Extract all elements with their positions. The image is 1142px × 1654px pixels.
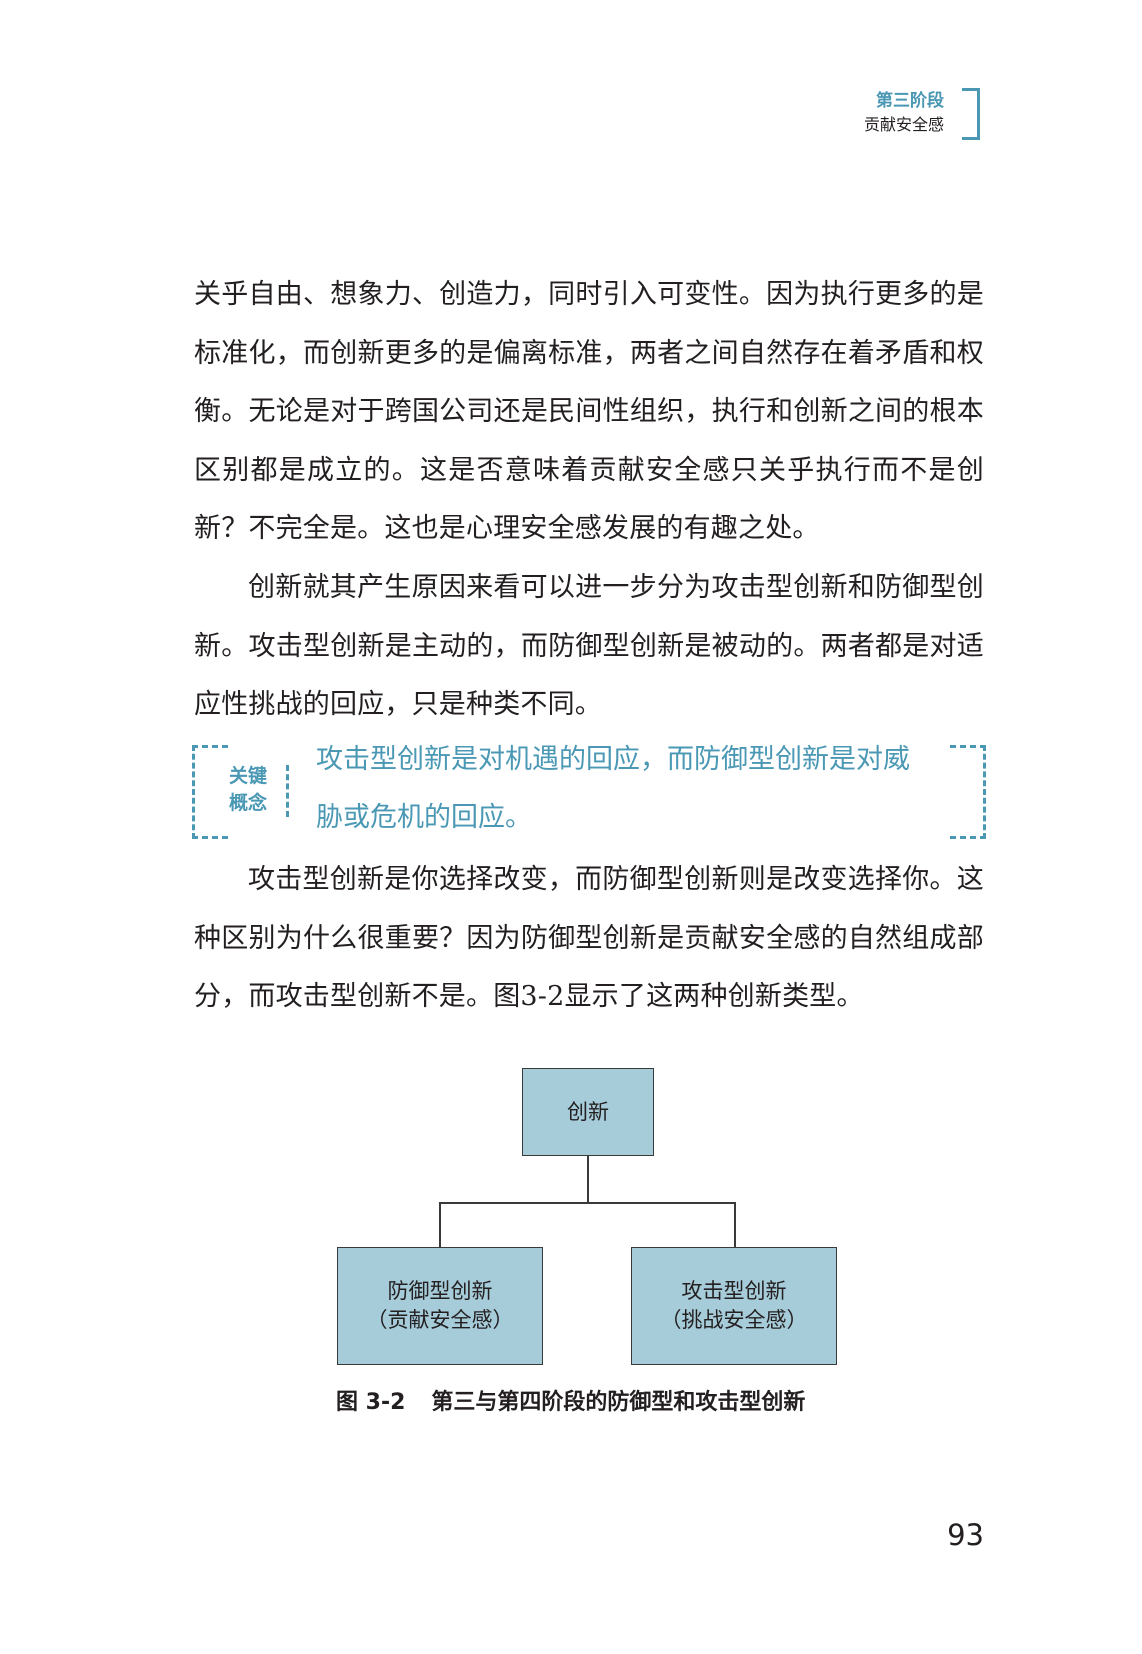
body-paragraph-1: 关乎自由、想象力、创造力，同时引入可变性。因为执行更多的是标准化，而创新更多的是…	[194, 279, 984, 544]
running-header-chapter: 贡献安全感	[863, 115, 944, 134]
connector-left	[439, 1202, 441, 1247]
figure-caption-title: 第三与第四阶段的防御型和攻击型创新	[431, 1390, 806, 1415]
diagram-node-offensive-line1: 攻击型创新	[681, 1279, 787, 1303]
key-concept-left-bracket	[192, 745, 228, 839]
diagram-node-defensive-innovation: 防御型创新 （贡献安全感）	[337, 1247, 543, 1365]
diagram-node-offensive-line2: （挑战安全感）	[660, 1308, 808, 1332]
page-number: 93	[947, 1518, 984, 1552]
connector-horizontal	[439, 1202, 735, 1204]
key-concept-box: 关键 概念 攻击型创新是对机遇的回应，而防御型创新是对威胁或危机的回应。	[192, 744, 986, 839]
figure-caption: 图 3-2 第三与第四阶段的防御型和攻击型创新	[336, 1384, 805, 1416]
key-concept-right-bracket	[950, 745, 986, 839]
header-bracket-ornament	[962, 88, 980, 140]
connector-right	[734, 1202, 736, 1247]
key-concept-text: 攻击型创新是对机遇的回应，而防御型创新是对威胁或危机的回应。	[316, 744, 910, 833]
key-concept-label-line2: 概念	[228, 792, 267, 814]
diagram-node-offensive-innovation: 攻击型创新 （挑战安全感）	[631, 1247, 837, 1365]
running-header-stage: 第三阶段	[876, 91, 944, 111]
diagram-node-defensive-line1: 防御型创新	[387, 1279, 493, 1303]
diagram-node-innovation-label: 创新	[567, 1099, 609, 1124]
connector-root	[587, 1156, 589, 1203]
diagram-node-defensive-line2: （贡献安全感）	[366, 1308, 514, 1332]
key-concept-label: 关键 概念	[220, 763, 276, 817]
body-paragraph-2: 创新就其产生原因来看可以进一步分为攻击型创新和防御型创新。攻击型创新是主动的，而…	[194, 572, 984, 720]
diagram-node-innovation: 创新	[522, 1068, 654, 1156]
running-header: 第三阶段 贡献安全感	[864, 89, 944, 137]
figure-caption-number: 图 3-2	[336, 1390, 406, 1415]
key-concept-label-line1: 关键	[228, 765, 267, 787]
body-paragraph-3: 攻击型创新是你选择改变，而防御型创新则是改变选择你。这种区别为什么很重要？因为防…	[194, 864, 984, 1012]
key-concept-divider	[286, 765, 289, 817]
